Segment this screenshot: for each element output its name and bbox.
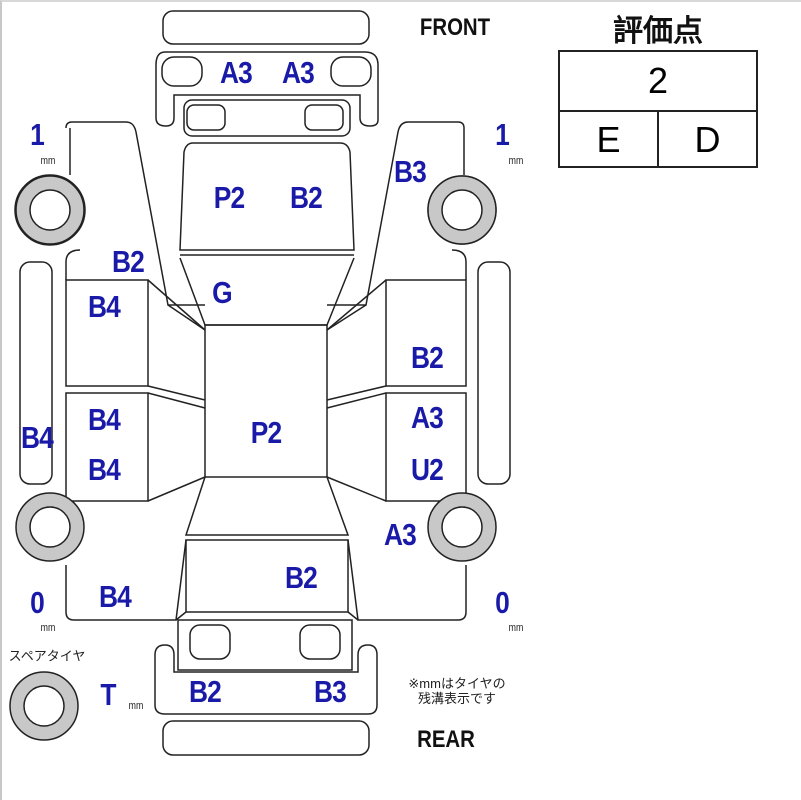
damage-front-left-fender: B2: [112, 244, 145, 279]
tire-depth-rear-right: 0: [495, 585, 510, 620]
damage-right-rear-fender: A3: [384, 517, 417, 552]
damage-front-bumper-left: A3: [220, 55, 253, 90]
tire-spare: [9, 671, 79, 741]
rear-lamp-left: [189, 624, 231, 660]
unit-front-left: mm: [40, 155, 56, 167]
rear-label: REAR: [417, 726, 475, 753]
tire-rear-left: [15, 492, 85, 562]
right-side-sill: [477, 261, 511, 485]
right-rear-door: [385, 392, 467, 502]
damage-windshield: G: [212, 275, 233, 310]
front-label: FRONT: [419, 14, 491, 41]
front-bumper-body: [155, 51, 379, 127]
hood: [179, 142, 355, 251]
damage-front-right-fender: B3: [394, 154, 427, 189]
rear-lamp-right: [299, 624, 341, 660]
damage-rear-bumper-right: B3: [314, 674, 347, 709]
left-rear-fender: [65, 539, 187, 621]
tire-depth-rear-left: 0: [30, 585, 45, 620]
note-line1: ※mmはタイヤの: [408, 676, 506, 691]
damage-left-front-door: B4: [88, 289, 121, 324]
headlamp-left: [186, 104, 226, 131]
grade-box: 2 E D: [558, 50, 758, 168]
tire-rear-right: [427, 492, 497, 562]
damage-rear-bumper-left: B2: [189, 674, 222, 709]
fog-lamp-left: [161, 56, 203, 87]
damage-hood-left: P2: [213, 180, 245, 215]
rear-bumper: [154, 644, 378, 715]
damage-left-rear-door-upper: B4: [88, 402, 121, 437]
grade-title: 評価点: [613, 15, 703, 48]
right-front-door: [385, 279, 467, 387]
interior-grade: E: [560, 112, 659, 168]
damage-right-rear-door-lower: U2: [411, 452, 444, 487]
trunk: [185, 539, 349, 613]
damage-left-rear-door-lower: B4: [88, 452, 121, 487]
right-rear-fender: [347, 539, 467, 621]
grille: [183, 99, 351, 137]
damage-left-rear-fender: B4: [99, 579, 132, 614]
fog-lamp-right: [330, 56, 372, 87]
damage-roof: P2: [250, 415, 282, 450]
unit-spare: mm: [128, 700, 144, 712]
headlamp-right: [304, 104, 344, 131]
left-front-door: [65, 279, 149, 387]
front-bumper-outline: [162, 10, 370, 45]
tire-note: ※mmはタイヤの 残溝表示です: [387, 676, 527, 706]
right-front-fender: [327, 121, 465, 306]
damage-right-rear-door-upper: A3: [411, 400, 444, 435]
spare-tire-depth: T: [100, 677, 116, 712]
rear-window: [184, 476, 350, 536]
roof: [204, 324, 328, 478]
spare-tire-label: スペアタイヤ: [8, 648, 86, 664]
exterior-grade: D: [694, 119, 721, 160]
windshield: [179, 257, 355, 326]
overall-grade: 2: [560, 52, 756, 112]
unit-rear-right: mm: [508, 622, 524, 634]
damage-right-front-door: B2: [411, 340, 444, 375]
left-front-fender: [65, 121, 205, 306]
unit-front-right: mm: [508, 155, 524, 167]
damage-hood-right: B2: [290, 180, 323, 215]
damage-left-side-sill: B4: [21, 420, 54, 455]
damage-front-bumper-right: A3: [282, 55, 315, 90]
rear-bumper-lower: [162, 720, 370, 756]
left-rear-door: [65, 392, 149, 502]
left-side-sill: [19, 261, 53, 485]
note-line2: 残溝表示です: [417, 691, 496, 706]
tire-front-left: [14, 174, 86, 246]
unit-rear-left: mm: [40, 622, 56, 634]
rear-lamps: [177, 619, 353, 671]
tire-depth-front-right: 1: [495, 117, 510, 152]
tire-depth-front-left: 1: [30, 117, 45, 152]
tire-front-right: [427, 175, 497, 245]
damage-trunk: B2: [285, 560, 318, 595]
